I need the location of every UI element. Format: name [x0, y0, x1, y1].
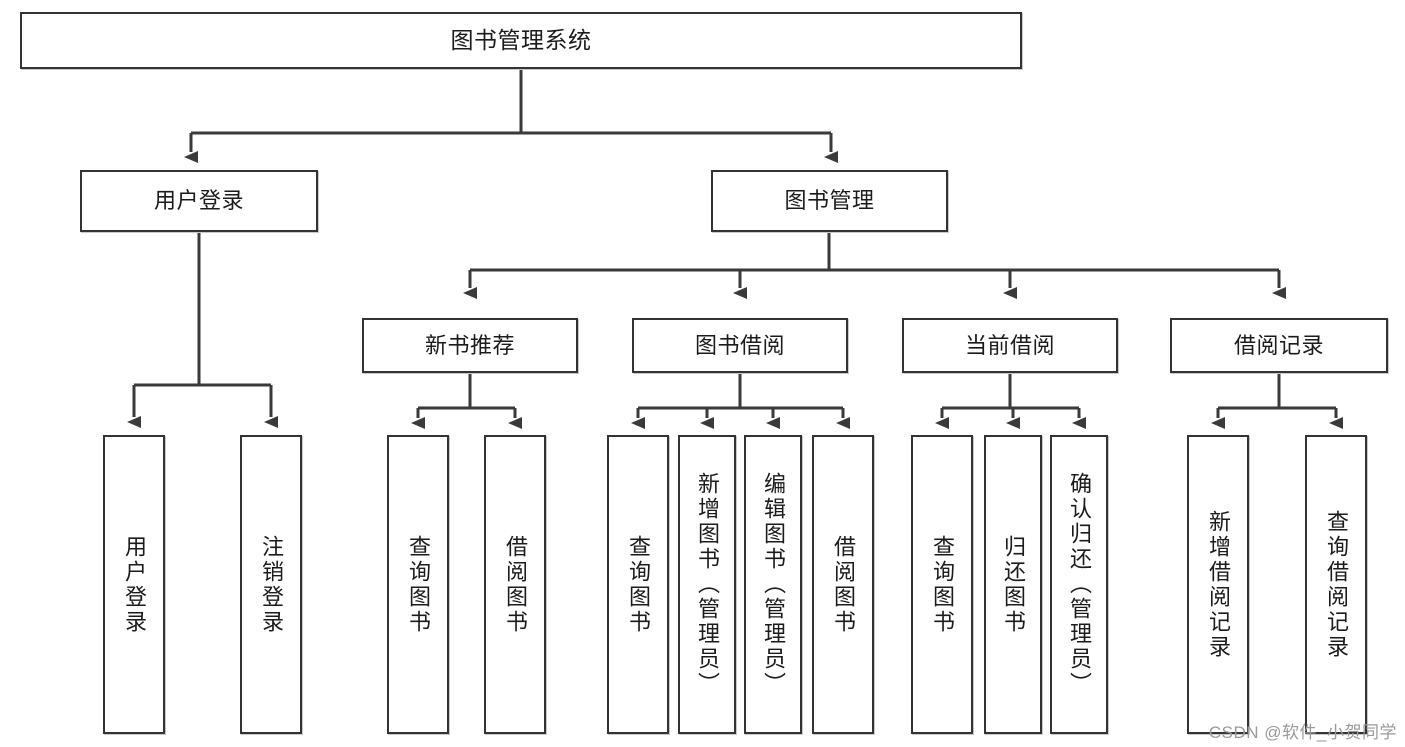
leaf-query-book-3-label: 查询图书 — [930, 534, 955, 635]
leaf-query-book-2[interactable]: 查询图书 — [607, 435, 669, 734]
node-book-borrow-label: 图书借阅 — [694, 332, 785, 358]
leaf-logout-login-label: 注销登录 — [259, 534, 284, 635]
node-current-borrow[interactable]: 当前借阅 — [902, 318, 1118, 373]
node-root[interactable]: 图书管理系统 — [20, 12, 1022, 69]
node-book-manage[interactable]: 图书管理 — [711, 170, 948, 232]
leaf-add-borrow-record[interactable]: 新增借阅记录 — [1187, 435, 1249, 734]
leaf-add-borrow-record-label: 新增借阅记录 — [1206, 509, 1231, 660]
node-current-borrow-label: 当前借阅 — [964, 332, 1055, 358]
leaf-query-borrow-record[interactable]: 查询借阅记录 — [1305, 435, 1367, 734]
leaf-edit-book-label: 编辑图书（管理员） — [761, 472, 786, 697]
node-user-login-label: 用户登录 — [153, 188, 244, 214]
node-book-manage-label: 图书管理 — [784, 188, 875, 214]
node-new-book-recommend[interactable]: 新书推荐 — [362, 318, 578, 373]
leaf-confirm-return[interactable]: 确认归还（管理员） — [1050, 435, 1108, 734]
leaf-query-book-1-label: 查询图书 — [406, 534, 431, 635]
leaf-add-book[interactable]: 新增图书（管理员） — [678, 435, 736, 734]
leaf-logout-login[interactable]: 注销登录 — [240, 435, 302, 734]
leaf-borrow-book-2[interactable]: 借阅图书 — [812, 435, 874, 734]
node-user-login[interactable]: 用户登录 — [80, 170, 318, 232]
leaf-return-book[interactable]: 归还图书 — [984, 435, 1042, 734]
leaf-query-book-1[interactable]: 查询图书 — [387, 435, 449, 734]
leaf-confirm-return-label: 确认归还（管理员） — [1067, 472, 1092, 697]
node-new-book-recommend-label: 新书推荐 — [424, 332, 515, 358]
node-root-label: 图书管理系统 — [450, 26, 592, 53]
leaf-query-book-3[interactable]: 查询图书 — [911, 435, 973, 734]
node-borrow-record-label: 借阅记录 — [1233, 332, 1324, 358]
node-borrow-record[interactable]: 借阅记录 — [1170, 318, 1388, 373]
leaf-return-book-label: 归还图书 — [1001, 534, 1026, 635]
leaf-user-login[interactable]: 用户登录 — [103, 435, 165, 734]
leaf-add-book-label: 新增图书（管理员） — [695, 472, 720, 697]
leaf-borrow-book-2-label: 借阅图书 — [831, 534, 856, 635]
node-book-borrow[interactable]: 图书借阅 — [632, 318, 848, 373]
leaf-borrow-book-1-label: 借阅图书 — [503, 534, 528, 635]
leaf-borrow-book-1[interactable]: 借阅图书 — [484, 435, 546, 734]
leaf-user-login-label: 用户登录 — [122, 534, 147, 635]
leaf-edit-book[interactable]: 编辑图书（管理员） — [744, 435, 802, 734]
csdn-watermark: CSDN @软件_小贺同学 — [1208, 723, 1397, 742]
leaf-query-borrow-record-label: 查询借阅记录 — [1324, 509, 1349, 660]
leaf-query-book-2-label: 查询图书 — [626, 534, 651, 635]
